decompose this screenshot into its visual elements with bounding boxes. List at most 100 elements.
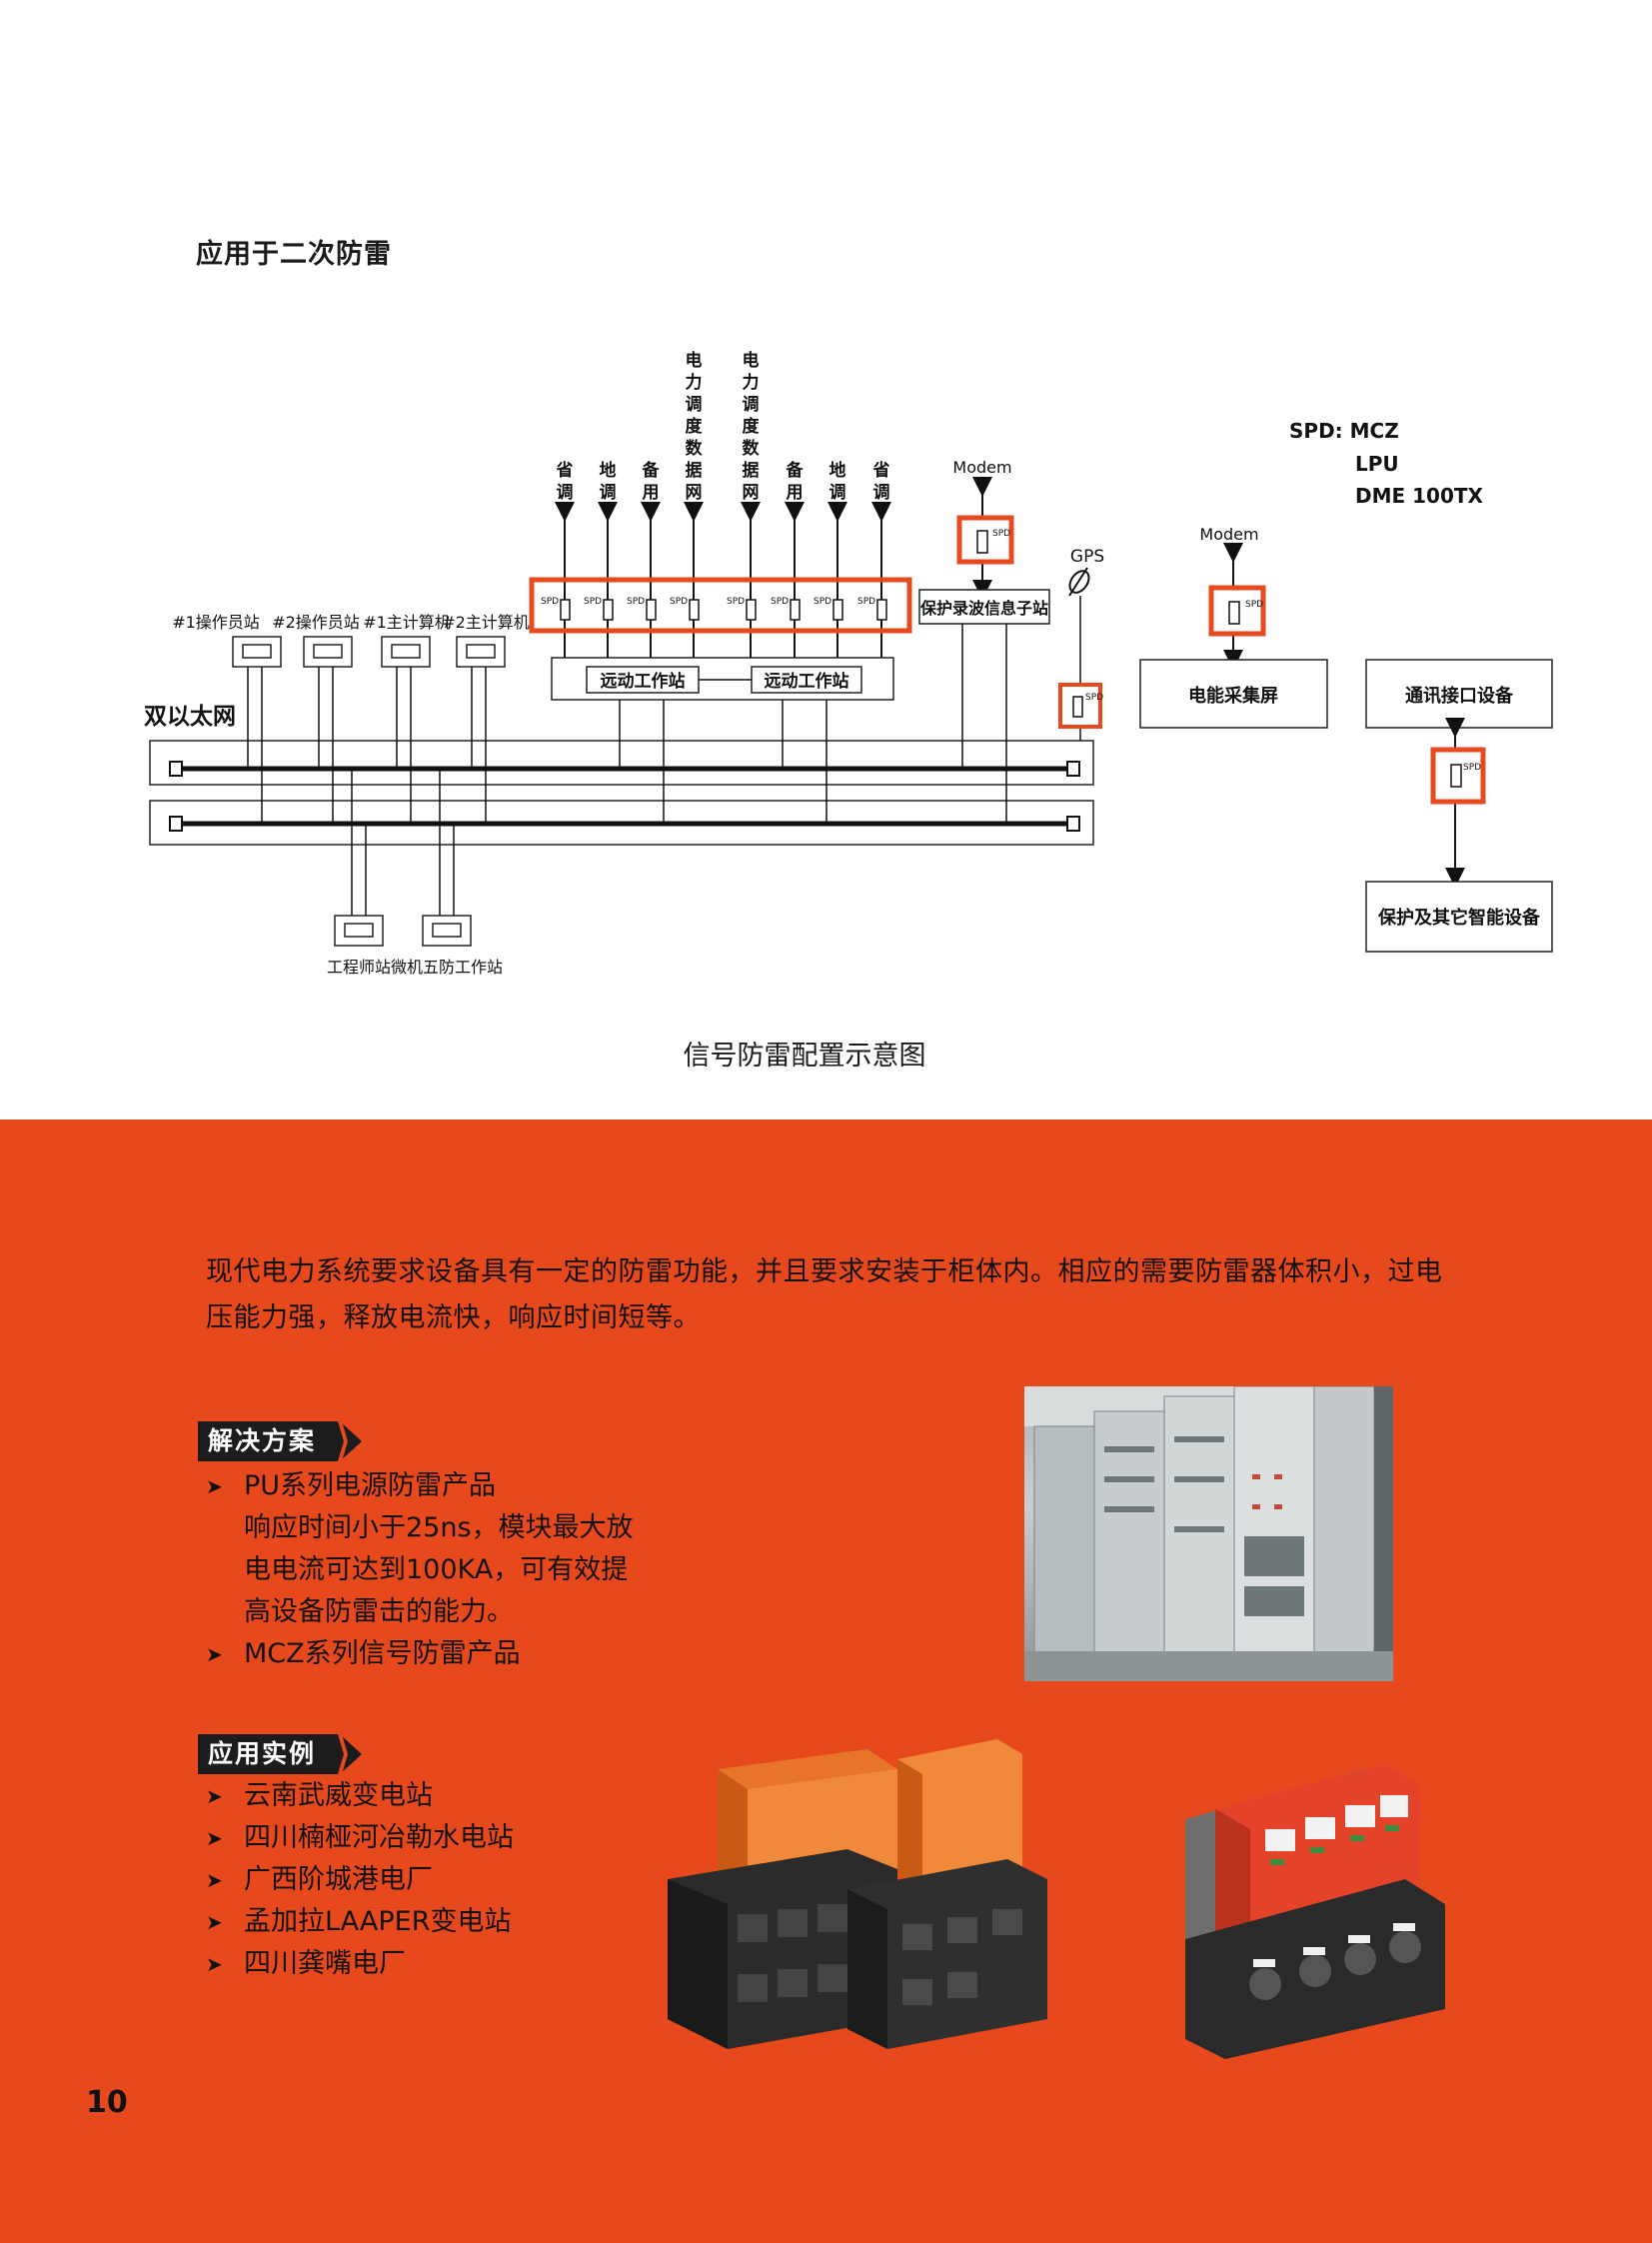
svg-text:度: 度 bbox=[743, 416, 761, 437]
case-item: ➤孟加拉LAAPER变电站 bbox=[206, 1901, 514, 1943]
modem-label-1: Modem bbox=[952, 458, 1011, 477]
section-title: 应用于二次防雷 bbox=[196, 239, 392, 270]
svg-text:力: 力 bbox=[686, 372, 703, 393]
svg-text:省: 省 bbox=[872, 460, 890, 481]
gps-antenna-icon bbox=[1068, 567, 1090, 597]
svg-text:调: 调 bbox=[873, 483, 890, 503]
energy-screen-label: 电能采集屏 bbox=[1188, 685, 1278, 707]
channel-label: 备用 bbox=[642, 460, 661, 503]
channel-label: 省调 bbox=[872, 460, 890, 503]
arrow-bullet-icon: ➤ bbox=[206, 1868, 223, 1892]
svg-text:网: 网 bbox=[743, 483, 760, 503]
spd-group-box bbox=[529, 577, 912, 634]
page-number: 10 bbox=[86, 2085, 128, 2120]
case-item: ➤四川龚嘴电厂 bbox=[206, 1943, 514, 1985]
case-item: ➤广西阶城港电厂 bbox=[206, 1859, 514, 1901]
protection-substation-box bbox=[918, 589, 1050, 625]
solution-item: 响应时间小于25ns，模块最大放 bbox=[244, 1512, 634, 1543]
arrow-bullet-icon: ➤ bbox=[206, 1642, 223, 1666]
svg-text:备: 备 bbox=[786, 460, 805, 481]
station-host1: #1主计算机 bbox=[363, 613, 451, 824]
svg-text:调: 调 bbox=[829, 483, 846, 503]
station-five-prevention: 微机五防工作站 bbox=[391, 769, 503, 977]
remote-station-2: 远动工作站 bbox=[765, 671, 849, 692]
ethernet-bus-2 bbox=[149, 800, 1094, 846]
svg-text:据: 据 bbox=[686, 460, 703, 481]
intro-paragraph: 现代电力系统要求设备具有一定的防雷功能，并且要求安装于柜体内。相应的需要防雷器体… bbox=[206, 1249, 1485, 1341]
svg-text:微机五防工作站: 微机五防工作站 bbox=[391, 958, 503, 977]
spd-legend-line-3: DME 100TX bbox=[1355, 484, 1484, 508]
spd-marker: SPD bbox=[584, 597, 614, 621]
gps-label: GPS bbox=[1070, 547, 1104, 567]
modem-label-2: Modem bbox=[1199, 525, 1258, 544]
solution-item: ➤PU系列电源防雷产品 bbox=[206, 1465, 634, 1507]
cases-list: ➤云南武威变电站 ➤四川楠桠河冶勒水电站 ➤广西阶城港电厂 ➤孟加拉LAAPER… bbox=[206, 1775, 514, 1985]
svg-text:SPD: SPD bbox=[1085, 693, 1103, 703]
svg-text:调: 调 bbox=[557, 483, 574, 503]
svg-text:SPD: SPD bbox=[541, 597, 559, 607]
svg-text:调: 调 bbox=[743, 395, 760, 415]
station-op1: #1操作员站 bbox=[172, 613, 282, 824]
svg-text:#2主计算机: #2主计算机 bbox=[442, 613, 530, 632]
channel-label: 地调 bbox=[829, 460, 846, 503]
cabinet-photo bbox=[1024, 1386, 1393, 1681]
svg-text:SPD: SPD bbox=[814, 597, 831, 607]
spd-marker: SPD bbox=[727, 597, 757, 621]
svg-text:#1操作员站: #1操作员站 bbox=[172, 613, 260, 632]
spd-legend-line-2: LPU bbox=[1355, 452, 1399, 476]
svg-text:#1主计算机: #1主计算机 bbox=[363, 613, 451, 632]
protection-substation-label: 保护录波信息子站 bbox=[919, 599, 1048, 618]
case-item: ➤四川楠桠河冶勒水电站 bbox=[206, 1817, 514, 1859]
station-host2: #2主计算机 bbox=[442, 613, 530, 824]
svg-text:SPD: SPD bbox=[771, 597, 789, 607]
solution-item: 高设备防雷击的能力。 bbox=[244, 1596, 514, 1627]
intro-line-1: 现代电力系统要求设备具有一定的防雷功能，并且要求安装于柜体内。相应的需要防雷器体… bbox=[206, 1256, 1443, 1287]
intro-line-2: 压能力强，释放电流快，响应时间短等。 bbox=[206, 1302, 701, 1333]
channel-label: 备用 bbox=[786, 460, 805, 503]
svg-text:地: 地 bbox=[600, 460, 617, 481]
svg-text:SPD: SPD bbox=[992, 529, 1010, 539]
svg-text:网: 网 bbox=[686, 483, 703, 503]
arrow-bullet-icon: ➤ bbox=[206, 1474, 223, 1498]
station-op2: #2操作员站 bbox=[272, 613, 360, 824]
svg-text:SPD: SPD bbox=[857, 597, 875, 607]
svg-text:#2操作员站: #2操作员站 bbox=[272, 613, 360, 632]
solution-item: 电电流可达到100KA，可有效提 bbox=[244, 1554, 629, 1585]
ethernet-bus-1 bbox=[149, 740, 1094, 786]
svg-text:SPD: SPD bbox=[584, 597, 602, 607]
svg-text:SPD: SPD bbox=[1463, 763, 1481, 773]
protection-devices-box bbox=[1365, 881, 1553, 953]
svg-text:SPD: SPD bbox=[727, 597, 745, 607]
svg-text:SPD: SPD bbox=[1245, 600, 1263, 610]
svg-text:调: 调 bbox=[686, 395, 703, 415]
spd-marker: SPD bbox=[627, 597, 657, 621]
pu-product-photo bbox=[1155, 1759, 1455, 2059]
spd-marker: SPD bbox=[541, 597, 571, 621]
spd-marker: SPD bbox=[857, 597, 887, 621]
spd-marker: SPD bbox=[771, 597, 801, 621]
svg-text:备: 备 bbox=[642, 460, 661, 481]
spd-modem-1 bbox=[956, 515, 1014, 565]
network-label: 双以太网 bbox=[144, 704, 236, 730]
arrow-bullet-icon: ➤ bbox=[206, 1910, 223, 1934]
remote-station-1: 远动工作站 bbox=[601, 671, 686, 692]
svg-text:用: 用 bbox=[787, 483, 804, 503]
signal-protection-diagram: SPD: MCZ LPU DME 100TX 双以太网 #1操作员站 #2操作员… bbox=[144, 350, 1553, 977]
channel-label: 地调 bbox=[600, 460, 617, 503]
svg-text:用: 用 bbox=[643, 483, 660, 503]
arrow-bullet-icon: ➤ bbox=[206, 1784, 223, 1808]
spd-marker: SPD bbox=[814, 597, 843, 621]
svg-text:度: 度 bbox=[686, 416, 704, 437]
energy-screen-box bbox=[1139, 659, 1328, 729]
svg-text:调: 调 bbox=[600, 483, 617, 503]
comm-interface-label: 通讯接口设备 bbox=[1405, 685, 1514, 707]
case-item: ➤云南武威变电站 bbox=[206, 1775, 514, 1817]
svg-text:电: 电 bbox=[686, 350, 703, 371]
svg-text:力: 力 bbox=[743, 372, 760, 393]
svg-text:地: 地 bbox=[829, 460, 846, 481]
svg-text:省: 省 bbox=[556, 460, 574, 481]
